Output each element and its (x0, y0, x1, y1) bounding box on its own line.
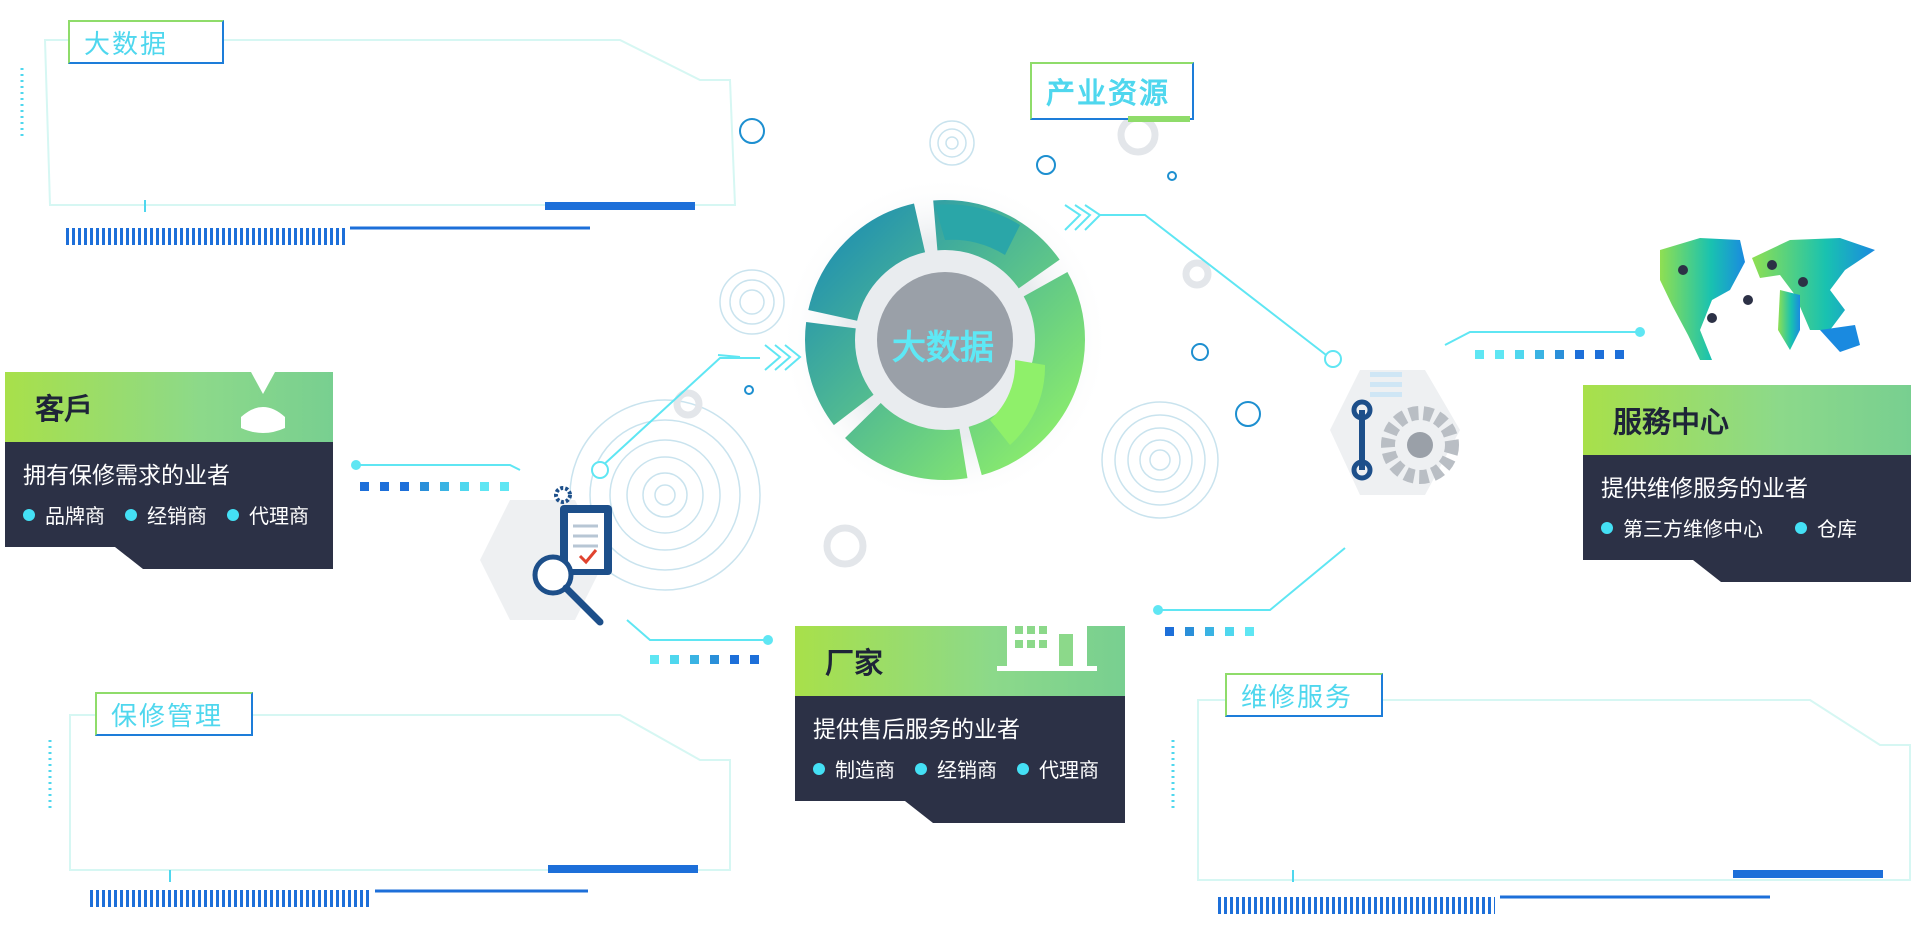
card-tag-list: 制造商 经销商 代理商 (813, 754, 1107, 783)
card-tag-item: 经销商 (125, 500, 207, 529)
card-description: 拥有保修需求的业者 (23, 463, 230, 489)
card-header: 客戶 (5, 372, 333, 442)
card-tag-item: 仓库 (1795, 513, 1857, 542)
bullet-dot-icon (227, 508, 239, 521)
panel-tag-label: 保修管理 (111, 701, 224, 732)
tag-underline-decoration (1128, 116, 1190, 122)
bullet-dot-icon (813, 762, 825, 775)
panel-frame-bottom-left (69, 714, 731, 871)
card-body: 拥有保修需求的业者 品牌商 经销商 代理商 (5, 442, 333, 547)
card-description: 提供维修服务的业者 (1601, 476, 1808, 502)
clipboard-icon (560, 505, 612, 575)
card-service-center: 服務中心 提供维修服务的业者 第三方维修中心 仓库 (1583, 385, 1911, 582)
card-body: 提供维修服务的业者 第三方维修中心 仓库 (1583, 455, 1911, 560)
magnifier-icon (532, 554, 604, 626)
panel-tag-warranty-management: 保修管理 (95, 692, 253, 736)
wrench-icon (1351, 399, 1373, 481)
bullet-dot-icon (1017, 762, 1029, 775)
card-tag-item: 制造商 (813, 754, 895, 783)
gear-icon-small (554, 486, 572, 504)
bullet-dot-icon (23, 508, 35, 521)
panel-tag-big-data: 大数据 (68, 20, 224, 64)
panel-frame-top-left (43, 39, 737, 206)
panel-tag-label: 维修服务 (1241, 682, 1354, 713)
panel-tag-repair-service: 维修服务 (1225, 673, 1383, 717)
panel-frame-bottom-right (1197, 699, 1911, 881)
card-tag-item: 代理商 (227, 500, 309, 529)
panel-tag-label: 产业资源 (1046, 76, 1171, 110)
world-map-icon (1660, 238, 1875, 360)
card-tag-list: 品牌商 经销商 代理商 (23, 500, 315, 529)
bullet-dot-icon (1795, 521, 1807, 534)
center-label: 大数据 (892, 328, 994, 368)
gear-icon (1381, 406, 1459, 484)
panel-tag-industry-resources: 产业资源 (1030, 62, 1194, 120)
panel-tag-label: 大数据 (84, 29, 169, 60)
card-customer: 客戶 拥有保修需求的业者 品牌商 经销商 代理商 (5, 372, 333, 569)
card-header: 服務中心 (1583, 385, 1911, 455)
card-title: 服務中心 (1613, 405, 1730, 439)
card-tag-list: 第三方维修中心 仓库 (1601, 513, 1893, 542)
card-tag-item: 代理商 (1017, 754, 1099, 783)
card-body: 提供售后服务的业者 制造商 经销商 代理商 (795, 696, 1125, 801)
card-description: 提供售后服务的业者 (813, 717, 1020, 743)
card-title: 厂家 (825, 646, 884, 680)
bullet-dot-icon (1601, 521, 1613, 534)
card-notch (115, 547, 333, 569)
card-header: 厂家 (795, 618, 1125, 696)
center-ring-chart (805, 200, 1085, 480)
card-notch (905, 801, 1125, 823)
card-tag-item: 经销商 (915, 754, 997, 783)
bullet-dot-icon (125, 508, 137, 521)
card-title: 客戶 (35, 392, 94, 426)
card-tag-item: 品牌商 (23, 500, 105, 529)
building-icon (997, 618, 1097, 671)
card-notch (1693, 560, 1911, 582)
card-manufacturer: 厂家 提供售后服务的业者 制造商 经销商 代理商 (795, 618, 1125, 823)
bullet-dot-icon (915, 762, 927, 775)
card-tag-item: 第三方维修中心 (1601, 513, 1763, 542)
user-icon (241, 372, 285, 433)
